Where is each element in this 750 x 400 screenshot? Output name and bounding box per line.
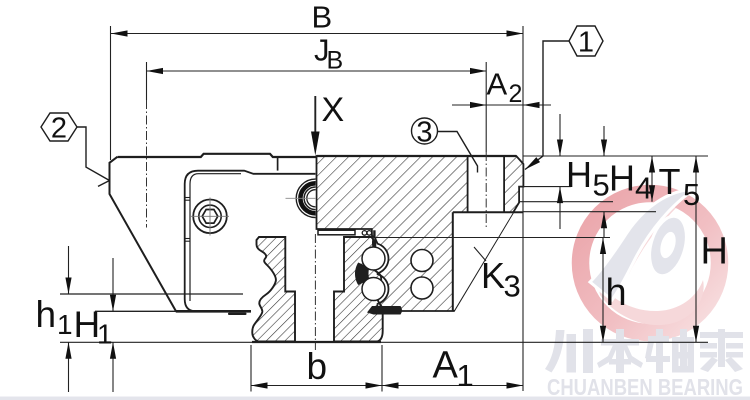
svg-text:1: 1 xyxy=(578,27,594,59)
svg-text:h: h xyxy=(36,294,57,335)
svg-text:b: b xyxy=(307,346,328,387)
svg-text:H: H xyxy=(701,231,728,273)
svg-text:5: 5 xyxy=(593,168,610,203)
svg-text:2: 2 xyxy=(509,80,523,108)
svg-text:B: B xyxy=(327,47,344,75)
svg-text:1: 1 xyxy=(97,319,113,350)
svg-text:A: A xyxy=(487,67,508,102)
svg-text:K: K xyxy=(481,255,505,296)
svg-text:H: H xyxy=(609,158,635,199)
svg-text:X: X xyxy=(322,91,345,129)
svg-text:J: J xyxy=(314,33,330,68)
svg-text:4: 4 xyxy=(635,171,652,206)
svg-text:2: 2 xyxy=(51,113,67,145)
svg-text:1: 1 xyxy=(457,358,474,393)
svg-text:H: H xyxy=(566,154,592,195)
svg-text:T: T xyxy=(659,161,681,202)
svg-text:A: A xyxy=(433,345,459,387)
svg-text:3: 3 xyxy=(416,117,432,149)
svg-text:h: h xyxy=(606,272,627,314)
svg-text:B: B xyxy=(312,0,333,35)
svg-text:3: 3 xyxy=(504,269,521,304)
svg-text:CHUANBEN BEARING: CHUANBEN BEARING xyxy=(547,374,743,400)
svg-text:5: 5 xyxy=(683,177,700,212)
svg-text:1: 1 xyxy=(57,309,73,340)
svg-text:H: H xyxy=(74,304,101,345)
